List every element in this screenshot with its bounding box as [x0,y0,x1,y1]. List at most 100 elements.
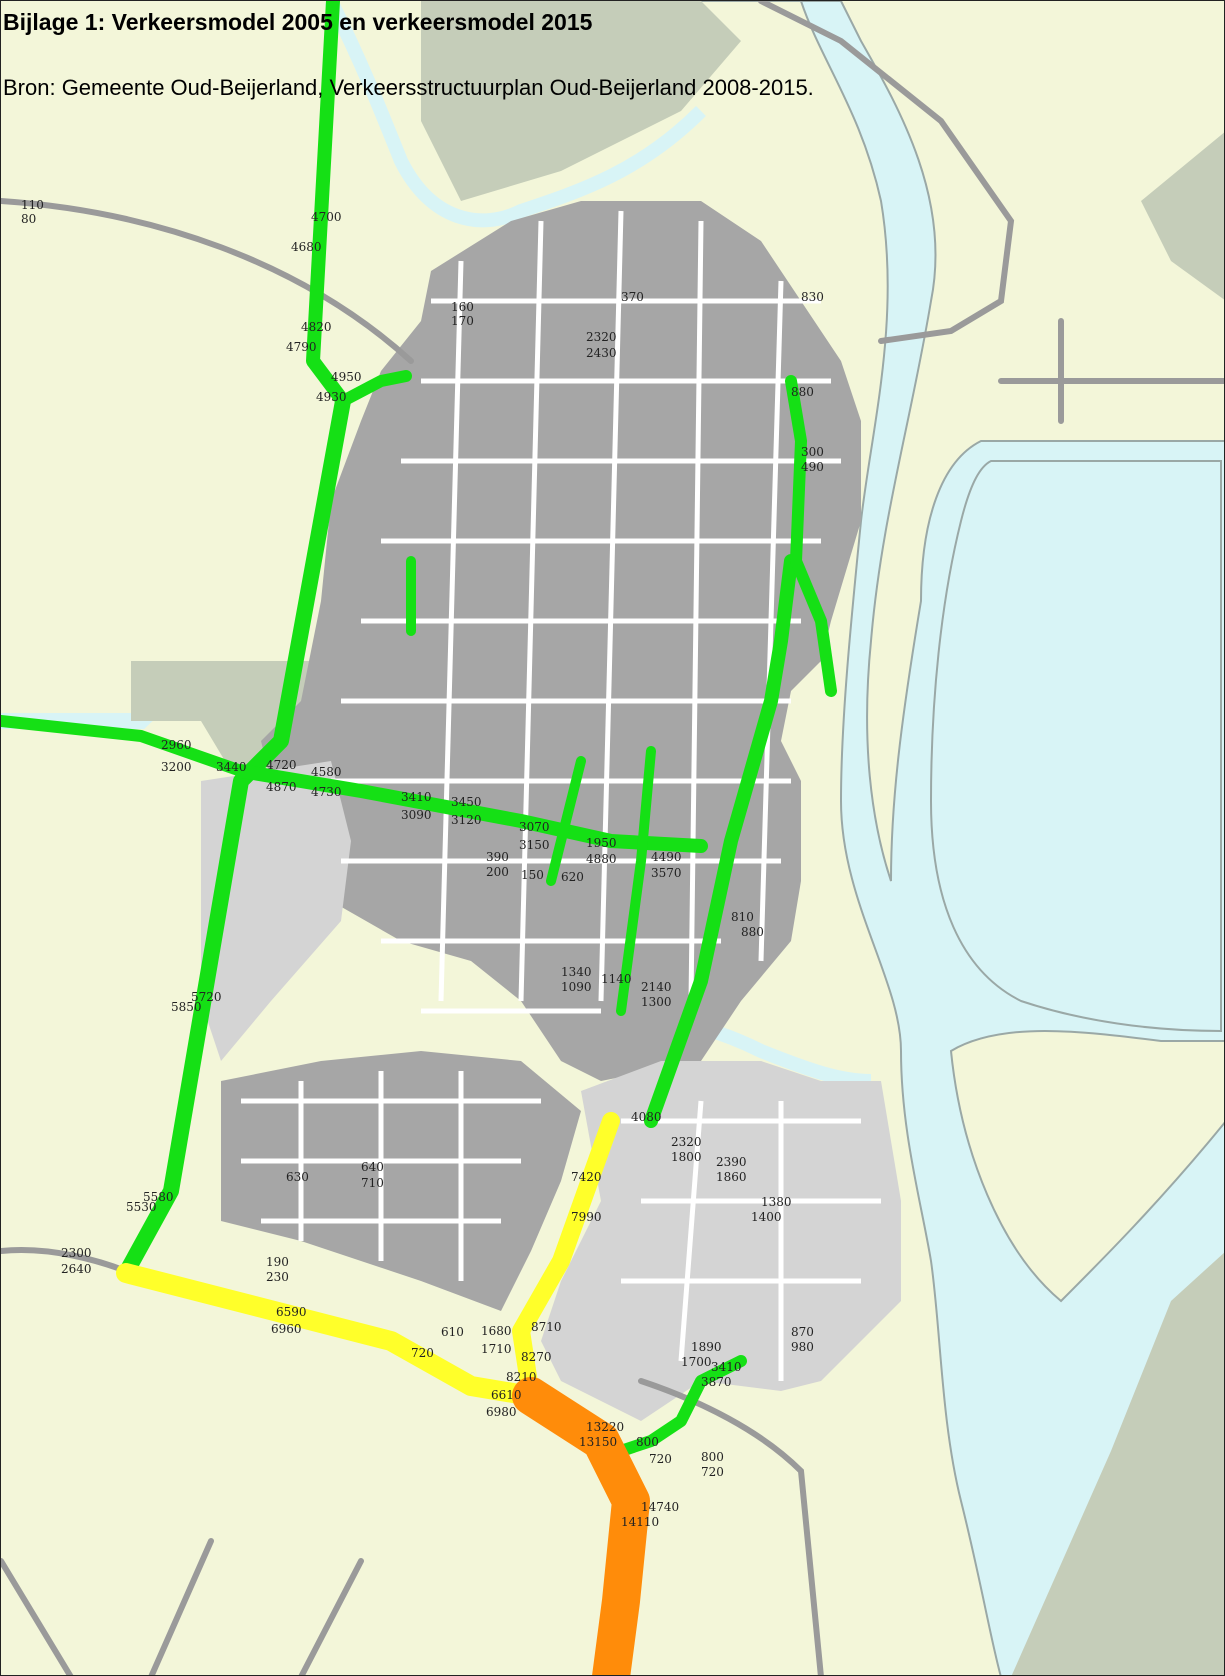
road-south-arterial [116,1263,541,1406]
road-n-spur [337,370,412,407]
count-label: 630 [286,1170,309,1184]
road-se-link [615,1355,747,1457]
count-label: 800 [701,1450,724,1464]
count-label: 3410 [711,1360,742,1374]
count-label: 190 [266,1255,289,1269]
count-label: 2320 [671,1135,702,1149]
industrial-area [541,1061,901,1421]
count-label: 4730 [311,785,342,799]
green-field-1 [421,1,741,201]
count-label: 3090 [401,808,432,822]
count-label: 830 [801,290,824,304]
green-field-4 [1011,1252,1224,1675]
count-label: 390 [486,850,509,864]
count-label: 2140 [641,980,672,994]
count-label: 1090 [561,980,592,994]
count-label: 3120 [451,813,482,827]
page-title: Bijlage 1: Verkeersmodel 2005 en verkeer… [3,9,593,35]
road-east-corridor [644,554,798,1128]
road-ne-stub [785,375,837,697]
medium-volume-roads [116,1112,620,1406]
count-label: 4950 [331,370,362,384]
road-central-2 [616,746,656,1016]
count-label: 3200 [161,760,192,774]
count-label: 1950 [586,836,617,850]
count-label: 5580 [143,1190,174,1204]
count-label: 7990 [571,1210,602,1224]
count-label: 13220 [586,1420,624,1434]
count-label: 1700 [681,1355,712,1369]
count-label: 870 [791,1325,814,1339]
count-label: 5720 [191,990,222,1004]
count-label: 620 [561,870,584,884]
count-label: 2430 [586,346,617,360]
count-label: 720 [701,1465,724,1479]
count-label: 980 [791,1340,814,1354]
count-label: 720 [649,1452,672,1466]
count-label: 14110 [621,1515,659,1529]
count-label: 370 [621,290,644,304]
count-label: 14740 [641,1500,679,1514]
count-label: 4880 [586,852,617,866]
count-label: 2300 [61,1246,92,1260]
count-label: 4680 [291,240,322,254]
green-field-3 [1141,132,1224,300]
count-label: 160 [451,300,474,314]
count-label: 1340 [561,965,592,979]
count-label: 3870 [701,1375,732,1389]
count-label: 720 [411,1346,434,1360]
count-label: 150 [521,868,544,882]
count-label: 4870 [266,780,297,794]
count-label: 4490 [651,850,682,864]
count-label: 3450 [451,795,482,809]
built-area-south [221,1051,581,1311]
high-volume-roads [512,1377,650,1675]
count-label: 3410 [401,790,432,804]
low-volume-roads [1,1,837,1457]
count-label: 200 [486,865,509,879]
count-label: 490 [801,460,824,474]
count-label: 7420 [571,1170,602,1184]
count-label: 3070 [519,820,550,834]
count-labels: 4700 4680 4820 4790 4950 4930 2960 3200 … [21,198,824,1529]
count-label: 8710 [531,1320,562,1334]
source-caption: Bron: Gemeente Oud-Beijerland, Verkeerss… [3,75,814,100]
count-label: 3150 [519,838,550,852]
count-label: 4820 [301,320,332,334]
count-label: 710 [361,1176,384,1190]
count-label: 1800 [671,1150,702,1164]
count-label: 110 [21,198,44,212]
count-label: 13150 [579,1435,617,1449]
count-label: 2640 [61,1262,92,1276]
count-label: 6960 [271,1322,302,1336]
count-label: 880 [791,385,814,399]
road-west-ring [118,393,351,1281]
road-n-entry [306,1,350,408]
count-label: 3570 [651,866,682,880]
street-grid [241,210,881,1381]
count-label: 3440 [216,760,247,774]
road-central-1 [546,756,586,886]
count-label: 2390 [716,1155,747,1169]
count-label: 80 [21,212,36,226]
count-label: 6610 [491,1388,522,1402]
count-label: 4790 [286,340,317,354]
lake [929,460,1222,1033]
count-label: 1860 [716,1170,747,1184]
count-label: 230 [266,1270,289,1284]
count-label: 810 [731,910,754,924]
count-label: 8210 [506,1370,537,1384]
count-label: 610 [441,1325,464,1339]
count-label: 4080 [631,1110,662,1124]
count-label: 6590 [276,1305,307,1319]
canal-north [324,1,706,228]
count-label: 1140 [601,972,632,986]
count-label: 4930 [316,390,347,404]
road-west-arm [1,715,247,777]
count-label: 1380 [761,1195,792,1209]
count-label: 880 [741,925,764,939]
count-label: 800 [636,1435,659,1449]
